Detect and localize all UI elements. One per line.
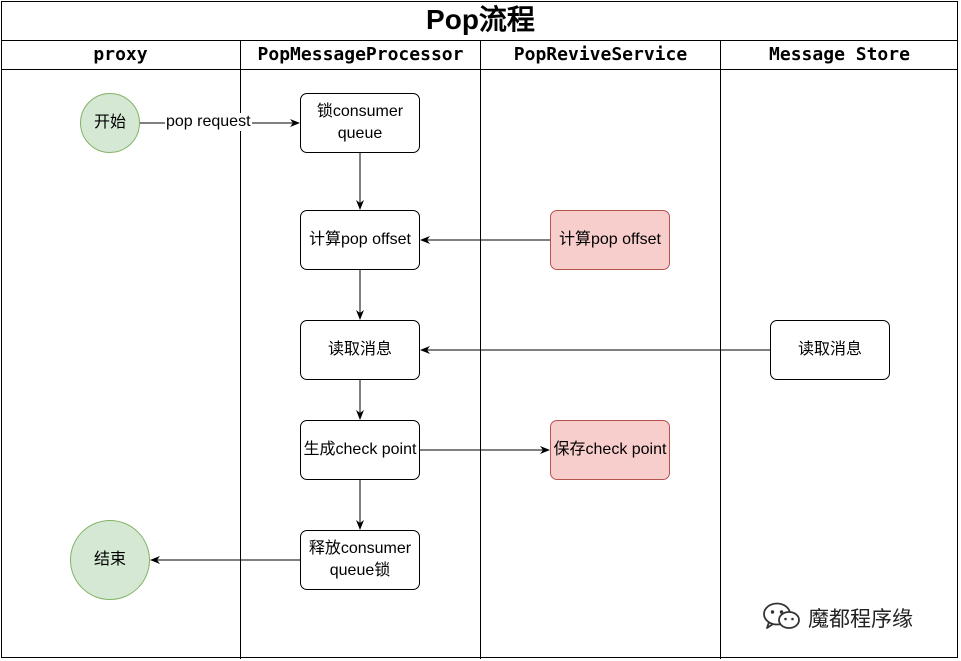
- node-store-read-msg: 读取消息: [770, 320, 890, 380]
- node-calc-offset: 计算pop offset: [300, 210, 420, 270]
- diagram-title: Pop流程: [426, 4, 535, 35]
- node-read-msg: 读取消息: [300, 320, 420, 380]
- lane-divider-2: [480, 40, 481, 659]
- lane-header-proxy: proxy: [93, 44, 148, 65]
- watermark-text: 魔都程序缘: [808, 607, 913, 631]
- lane-divider-1: [240, 40, 241, 659]
- node-lock-queue: 锁consumer queue: [300, 93, 420, 153]
- lane-divider-3: [720, 40, 721, 659]
- lane-header-row: [1, 40, 958, 70]
- node-save-checkpoint: 保存check point: [550, 420, 670, 480]
- edge-label-pop-request: pop request: [165, 113, 252, 131]
- lane-header-store: Message Store: [769, 44, 910, 65]
- watermark: 魔都程序缘: [762, 602, 913, 634]
- node-start: 开始: [80, 93, 140, 153]
- node-end: 结束: [70, 520, 150, 600]
- lane-header-processor: PopMessageProcessor: [257, 44, 464, 65]
- node-revive-calc-offset: 计算pop offset: [550, 210, 670, 270]
- lane-header-revive: PopReviveService: [513, 44, 688, 65]
- wechat-icon: [762, 601, 802, 636]
- node-gen-checkpoint: 生成check point: [300, 420, 420, 480]
- node-release-lock: 释放consumer queue锁: [300, 530, 420, 590]
